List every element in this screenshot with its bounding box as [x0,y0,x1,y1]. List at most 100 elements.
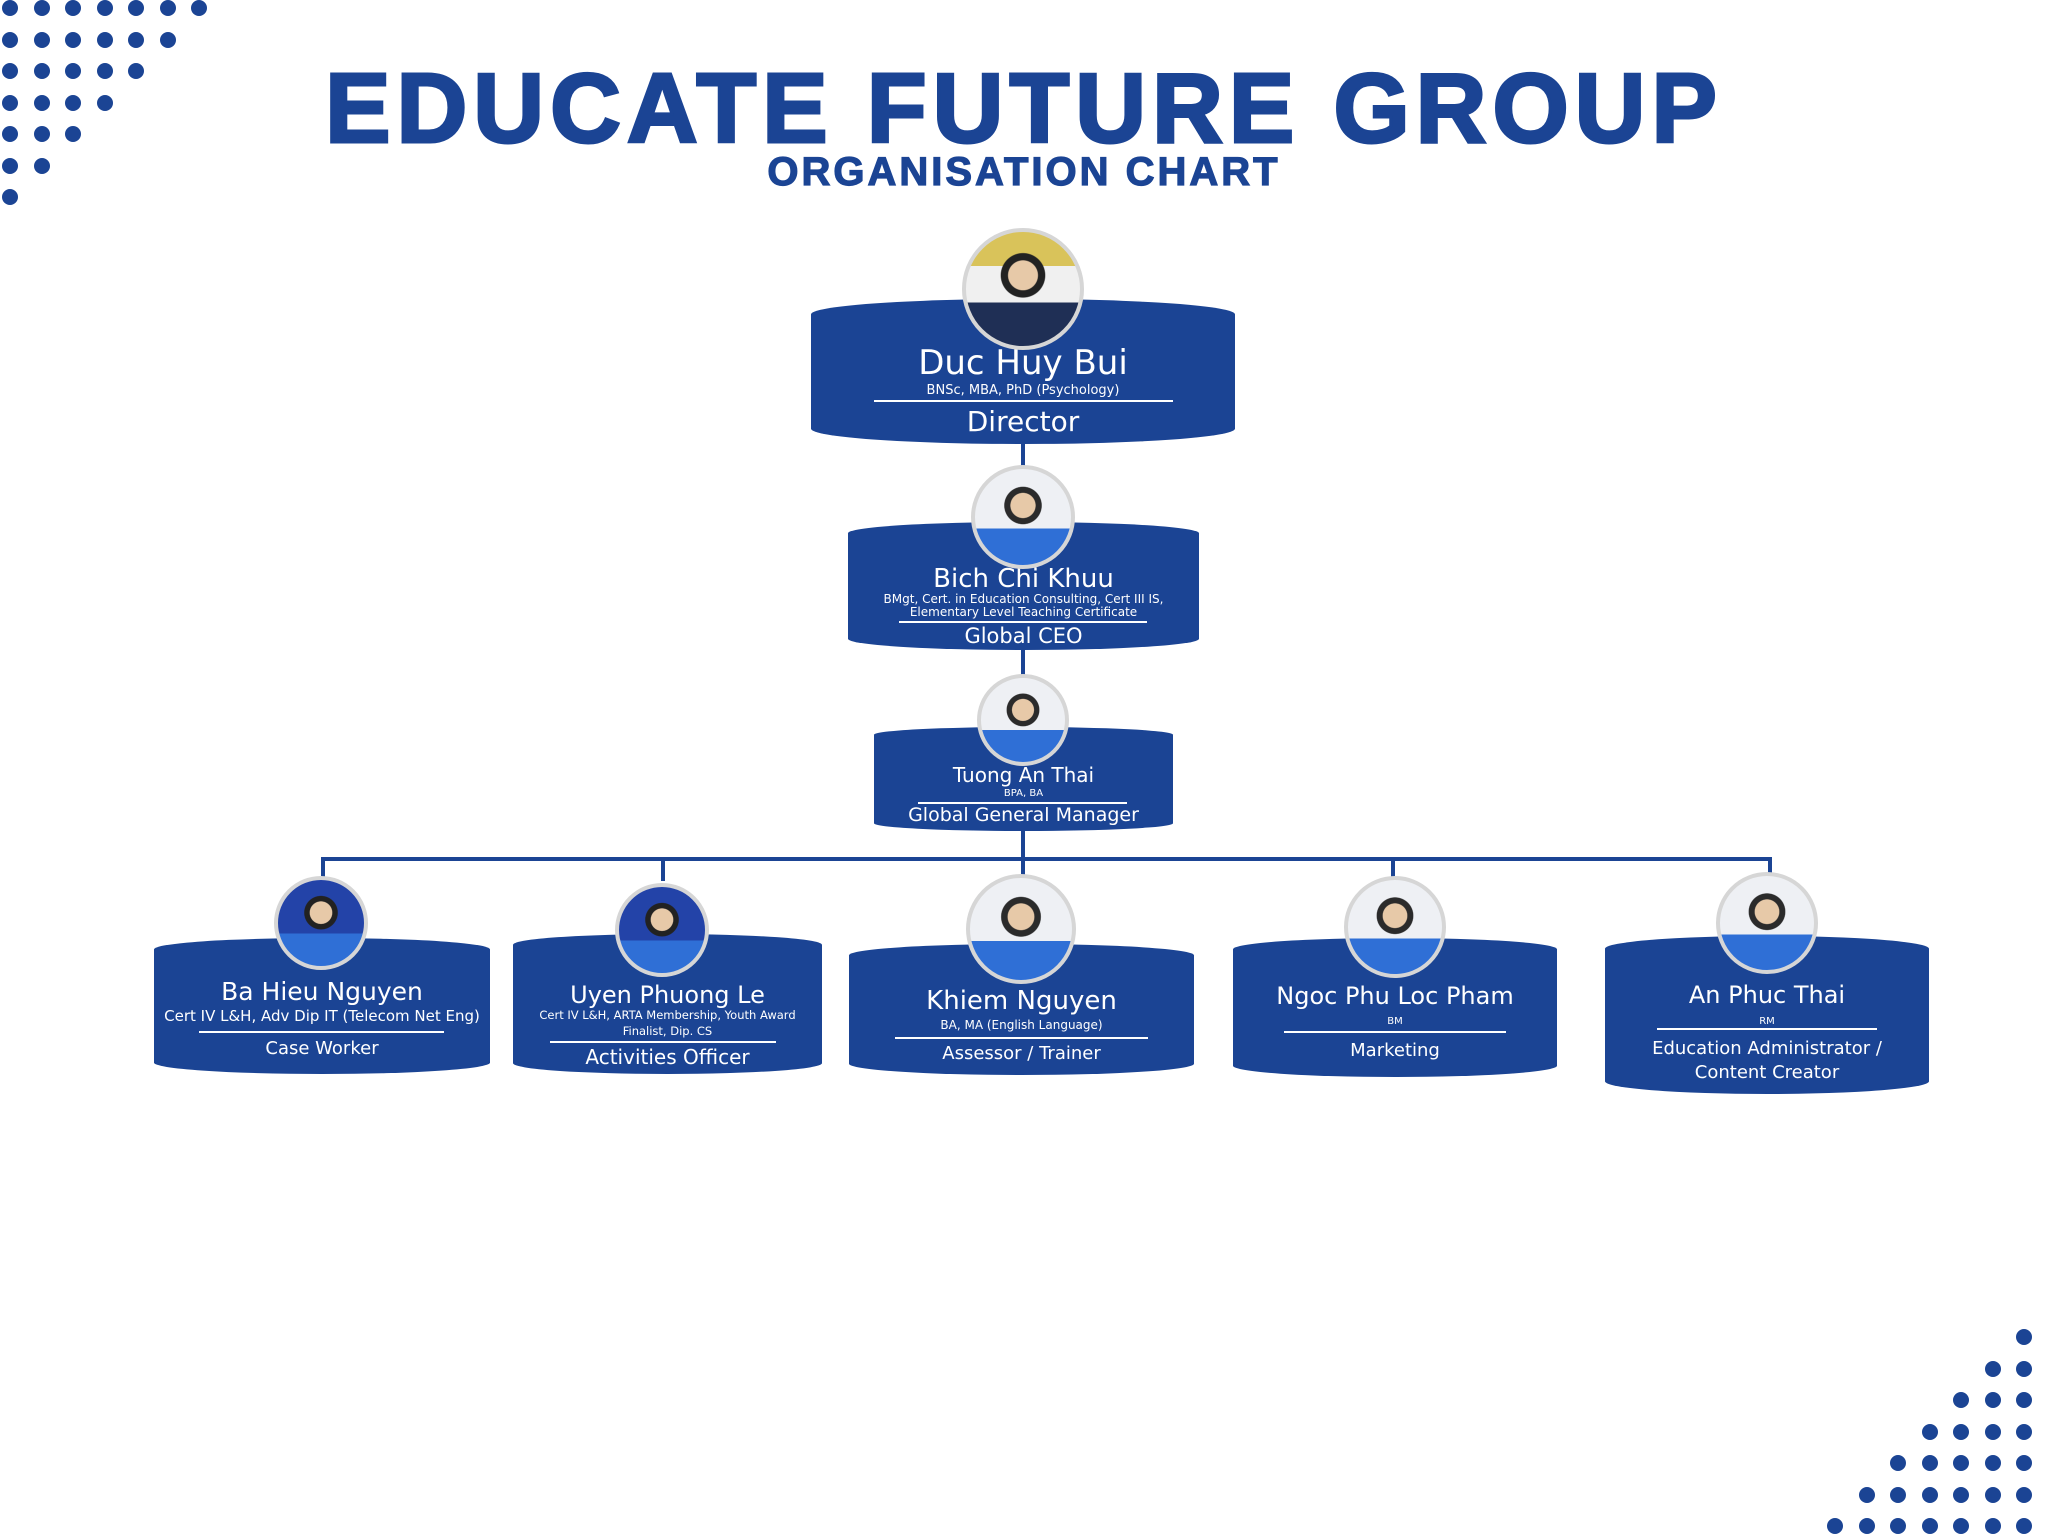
person-role: Marketing [1350,1040,1440,1061]
main-title: EDUCATE FUTURE GROUP [324,52,1723,165]
dot [2016,1392,2032,1408]
dot [1984,1486,2001,1503]
dot [65,63,81,79]
connector-director-gm [1021,440,1025,860]
dot [65,31,81,48]
dot [128,31,144,48]
subtitle: ORGANISATION CHART [767,149,1281,194]
person-role: Content Creator [1694,1062,1840,1083]
avatar [971,465,1075,569]
person-name: Uyen Phuong Le [570,981,765,1009]
person-name: Ngoc Phu Loc Pham [1276,982,1514,1010]
connector-horizontal [321,857,1772,861]
dot [2016,1455,2032,1471]
dot [2,157,18,174]
connector-drop [321,857,325,881]
dot [1858,1518,1875,1534]
connector-drop [661,857,665,881]
dot [1953,1518,1969,1534]
person-role: Activities Officer [585,1045,750,1069]
dot [65,94,81,111]
separator-line [1657,1028,1877,1030]
person-name: Bich Chi Khuu [933,564,1114,594]
separator-line [899,621,1147,623]
avatar [1344,876,1446,978]
dot [2,94,18,111]
dot [96,94,113,111]
dot [1984,1423,2001,1440]
person-credentials: BMgt, Cert. in Education Consulting, Cer… [883,592,1164,606]
person-credentials: Elementary Level Teaching Certificate [909,605,1138,619]
dot [159,0,176,16]
dot [2,63,18,79]
person-credentials: BNSc, MBA, PhD (Psychology) [926,383,1120,398]
dot [191,0,207,16]
dot [1890,1518,1906,1534]
avatar [274,876,368,970]
dot [159,31,176,48]
person-credentials: RM [1759,1016,1775,1027]
dot [1953,1455,1969,1471]
dot [1921,1423,1938,1440]
person-role: Director [966,405,1080,438]
dot [33,157,50,174]
dot [2,189,18,205]
avatar [1716,872,1818,974]
person-credentials: Cert IV L&H, ARTA Membership, Youth Awar… [539,1008,796,1022]
separator-line [550,1041,776,1043]
dot [2016,1518,2032,1534]
connector-drop [1391,857,1395,881]
dot [1890,1455,1906,1471]
dot [1921,1486,1938,1503]
person-credentials: BA, MA (English Language) [940,1018,1103,1032]
separator-line [199,1031,444,1033]
avatar [966,874,1076,984]
dot [1858,1486,1875,1503]
dot [33,31,50,48]
dot [1984,1360,2001,1377]
dot [2,0,18,16]
person-name: Khiem Nguyen [926,986,1117,1016]
person-credentials: Finalist, Dip. CS [622,1024,713,1038]
person-credentials: BM [1387,1016,1403,1027]
dot [2016,1423,2032,1440]
dot [1953,1423,1969,1440]
dot [1827,1518,1843,1534]
dot [2,31,18,48]
person-name: Tuong An Thai [952,763,1095,787]
dot [128,0,144,16]
dot [1953,1486,1969,1503]
dot [1890,1486,1906,1503]
dot [33,63,50,79]
dot [1953,1392,1969,1408]
connector-drop [1021,857,1025,881]
person-credentials: Cert IV L&H, Adv Dip IT (Telecom Net Eng… [164,1007,480,1025]
person-role: Assessor / Trainer [942,1043,1101,1064]
avatar [977,674,1069,766]
dot [128,63,144,79]
person-role: Global CEO [964,624,1083,648]
dot [96,31,113,48]
dot [65,126,81,142]
dot [1984,1455,2001,1471]
person-role: Case Worker [265,1038,379,1059]
person-role: Education Administrator / [1652,1038,1882,1059]
dot [33,126,50,142]
dot [1921,1518,1938,1534]
separator-line [1284,1031,1506,1033]
dot [2016,1486,2032,1503]
separator-line [918,802,1127,804]
person-name: Duc Huy Bui [918,343,1128,383]
connector-drop [1768,857,1772,881]
dot [1984,1518,2001,1534]
dot [65,0,81,16]
separator-line [895,1037,1148,1039]
dot [2016,1360,2032,1377]
dot [33,94,50,111]
dot [96,0,113,16]
person-name: An Phuc Thai [1688,981,1846,1009]
dot [2,126,18,142]
